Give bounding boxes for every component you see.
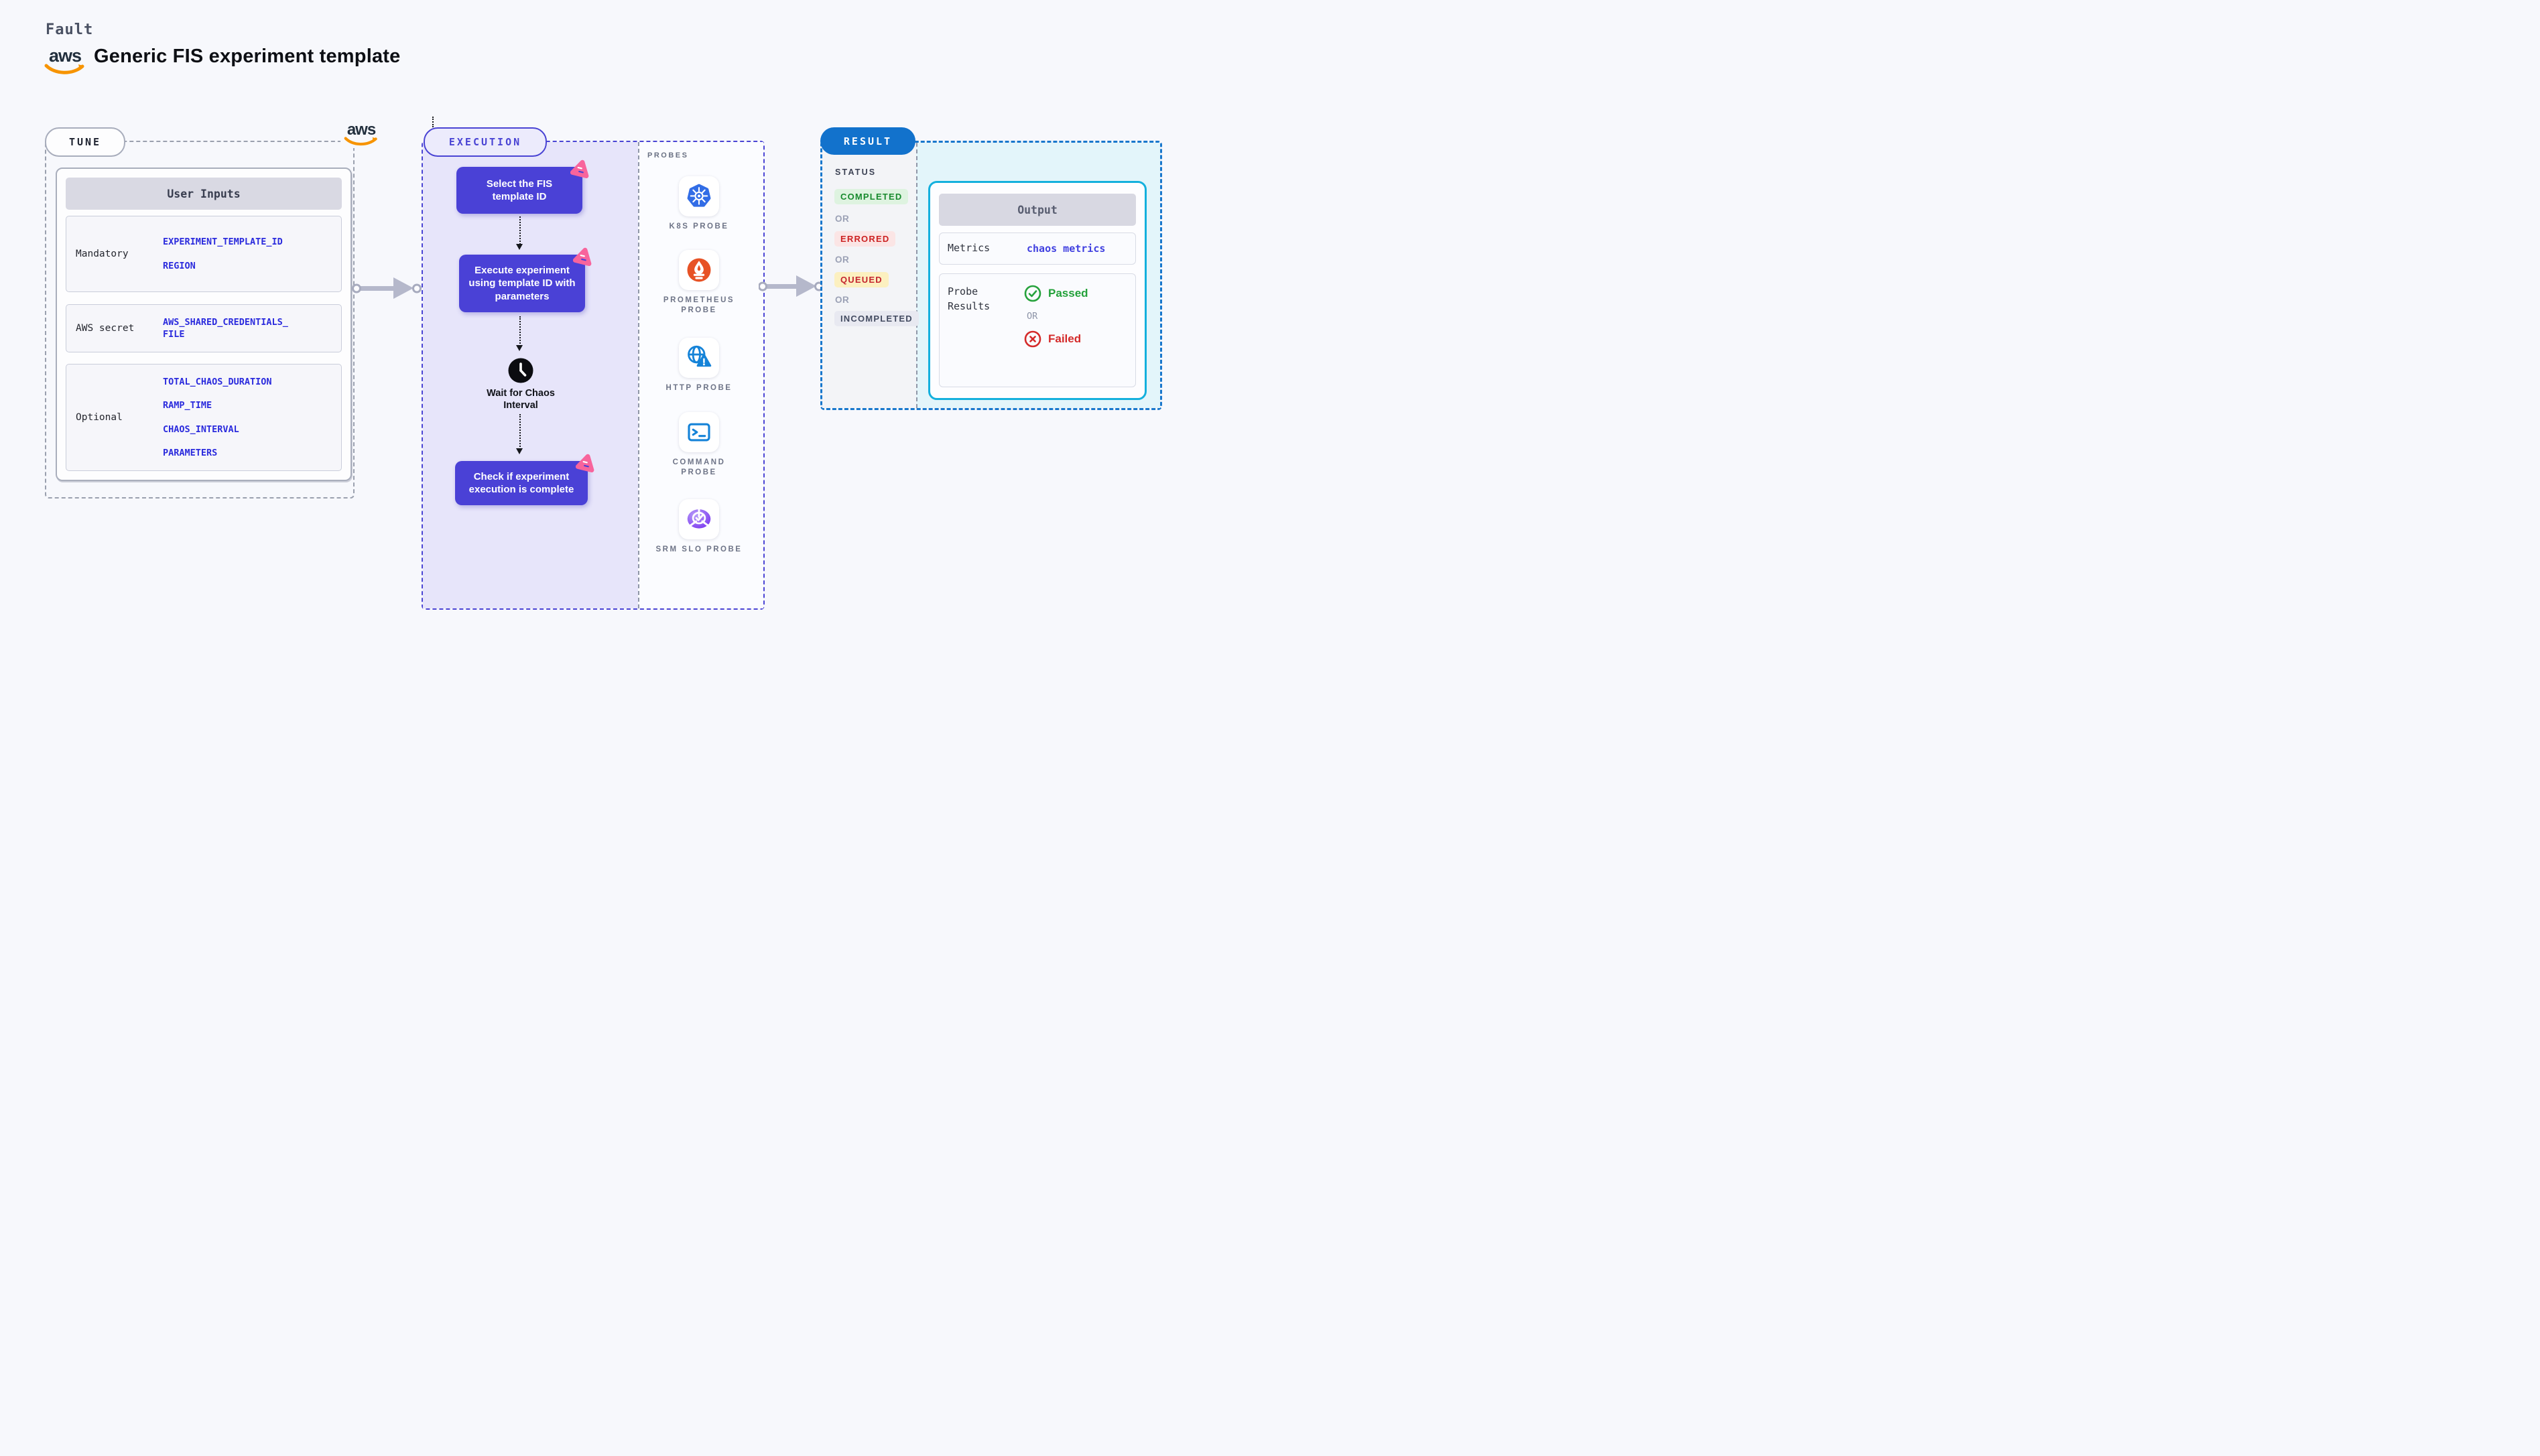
command-probe-card — [679, 412, 719, 452]
user-inputs-table: User Inputs Mandatory EXPERIMENT_TEMPLAT… — [56, 168, 352, 481]
prometheus-icon — [687, 258, 711, 282]
table-row-aws-secret: AWS secret AWS_SHARED_CREDENTIALS_FILE — [66, 304, 342, 352]
tune-zone — [45, 141, 355, 499]
status-badge-completed: COMPLETED — [834, 189, 909, 204]
terminal-icon — [688, 423, 710, 442]
probe-results-row: Probe Results Passed OR Faile — [939, 273, 1136, 387]
fis-experiment-diagram: Fault aws Generic FIS experiment templat… — [0, 0, 1270, 728]
page-title: Generic FIS experiment template — [94, 46, 401, 67]
aws-logo-small: aws — [340, 121, 382, 148]
row-value: PARAMETERS — [163, 447, 218, 458]
slo-donut-check-icon — [687, 509, 711, 529]
result-badge: RESULT — [820, 127, 915, 155]
probes-header: PROBES — [647, 151, 689, 159]
status-header: STATUS — [835, 168, 877, 177]
check-circle-icon — [1024, 285, 1041, 302]
row-value: REGION — [163, 260, 196, 271]
tune-badge: TUNE — [45, 127, 125, 157]
tune-badge-label: TUNE — [68, 136, 102, 148]
chaos-icon — [570, 159, 589, 178]
result-badge-label: RESULT — [843, 135, 893, 147]
probe-label: HTTP PROBE — [665, 384, 733, 392]
tune-to-execution-arrow — [352, 277, 422, 299]
aws-logo: aws — [42, 46, 88, 77]
flow-arrow — [516, 414, 523, 454]
passed-label: Passed — [1048, 287, 1088, 300]
row-value: AWS_SHARED_CREDENTIALS_FILE — [163, 316, 288, 340]
step-execute-experiment: Execute experiment using template ID wit… — [459, 247, 592, 312]
row-value: TOTAL_CHAOS_DURATION — [163, 377, 272, 388]
metrics-row: Metrics chaos metrics — [939, 233, 1136, 265]
row-value: EXPERIMENT_TEMPLATE_ID — [163, 237, 283, 248]
kubernetes-icon — [687, 184, 711, 207]
probe-label: K8S PROBE — [669, 222, 729, 230]
status-badge-incompleted: INCOMPLETED — [834, 311, 919, 326]
step-label: Execute experiment using template ID wit… — [468, 264, 576, 302]
step-label: Check if experiment execution is complet… — [468, 470, 574, 496]
chaos-icon — [576, 454, 594, 472]
aws-smile-icon — [344, 137, 377, 146]
row-value: CHAOS_INTERVAL — [163, 423, 239, 435]
srm-slo-probe-card — [679, 499, 719, 539]
status-output-divider — [916, 143, 917, 408]
clock-icon — [508, 358, 533, 383]
probe-label: PROMETHEUS PROBE — [663, 296, 735, 314]
failed-label: Failed — [1048, 332, 1082, 345]
row-label: AWS secret — [76, 323, 135, 334]
or-label: OR — [835, 214, 850, 224]
flow-arrow — [516, 216, 523, 250]
probe-label: SRM SLO PROBE — [655, 545, 743, 553]
step-check-complete: Check if experiment execution is complet… — [455, 454, 594, 505]
table-row-mandatory: Mandatory EXPERIMENT_TEMPLATE_ID REGION — [66, 216, 342, 292]
brand-label: Fault — [46, 21, 94, 38]
or-label: OR — [1027, 311, 1038, 322]
row-label: Optional — [76, 412, 123, 423]
flow-arrow — [516, 316, 523, 351]
x-circle-icon — [1024, 330, 1041, 348]
execution-badge-label: EXECUTION — [448, 136, 522, 148]
chaos-icon — [573, 247, 592, 266]
probes-to-result-arrow — [759, 275, 824, 297]
status-badge-queued: QUEUED — [834, 272, 889, 287]
step-label: Select the FIS template ID — [486, 178, 553, 203]
execution-badge: EXECUTION — [424, 127, 547, 157]
status-badge-errored: ERRORED — [834, 231, 896, 247]
table-row-optional: Optional TOTAL_CHAOS_DURATION RAMP_TIME … — [66, 364, 342, 471]
or-label: OR — [835, 295, 850, 305]
k8s-probe-card — [679, 176, 719, 216]
output-header: Output — [939, 194, 1136, 226]
globe-alert-icon — [688, 345, 712, 367]
http-probe-card — [679, 338, 719, 378]
aws-logo-text: aws — [48, 46, 82, 66]
table-header: User Inputs — [66, 178, 342, 210]
prometheus-probe-card — [679, 250, 719, 290]
wait-step-label: Wait for Chaos Interval — [487, 388, 555, 411]
entry-dotted-line — [432, 117, 434, 127]
aws-smile-icon — [44, 64, 84, 74]
chaos-metrics-link: chaos metrics — [1027, 243, 1106, 255]
probe-label: COMMAND PROBE — [672, 458, 726, 476]
probe-results-label: Probe Results — [948, 285, 991, 312]
row-label: Mandatory — [76, 249, 129, 259]
or-label: OR — [835, 255, 850, 265]
output-box: Output Metrics chaos metrics Probe Resul… — [928, 181, 1147, 400]
aws-logo-small-text: aws — [346, 121, 376, 139]
row-value: RAMP_TIME — [163, 400, 212, 411]
execution-probes-divider — [638, 142, 639, 608]
step-select-template: Select the FIS template ID — [456, 159, 589, 214]
metrics-label: Metrics — [948, 242, 991, 255]
